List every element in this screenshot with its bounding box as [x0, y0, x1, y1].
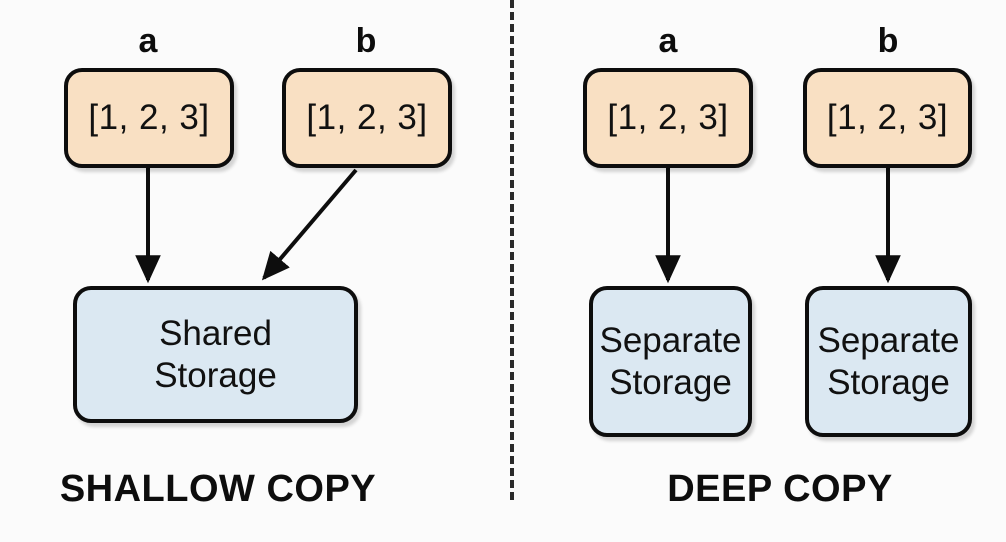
separate-storage-b-line-2: Storage [827, 362, 950, 402]
caption-shallow-copy: SHALLOW COPY [59, 468, 377, 510]
shared-storage-line-1: Shared [159, 314, 272, 354]
variable-label-a-shallow: a [138, 22, 158, 60]
arrow-b-to-shared-storage [261, 168, 358, 281]
separate-storage-a-line-1: Separate [599, 321, 742, 361]
variable-label-b-shallow: b [355, 22, 377, 60]
value-box-a-shallow: [1, 2, 3] [64, 68, 234, 168]
shared-storage-box: Shared Storage [73, 286, 358, 423]
separate-storage-box-a: Separate Storage [589, 286, 752, 437]
separate-storage-a-line-2: Storage [609, 362, 732, 402]
value-box-b-shallow: [1, 2, 3] [282, 68, 452, 168]
separate-storage-b-line-1: Separate [817, 321, 960, 361]
panel-divider [510, 0, 514, 500]
variable-label-a-deep: a [658, 22, 678, 60]
variable-label-b-deep: b [877, 22, 899, 60]
caption-deep-copy: DEEP COPY [667, 468, 893, 510]
value-box-b-deep: [1, 2, 3] [803, 68, 972, 168]
shared-storage-line-2: Storage [154, 355, 277, 395]
value-box-a-deep: [1, 2, 3] [583, 68, 753, 168]
separate-storage-box-b: Separate Storage [805, 286, 972, 437]
